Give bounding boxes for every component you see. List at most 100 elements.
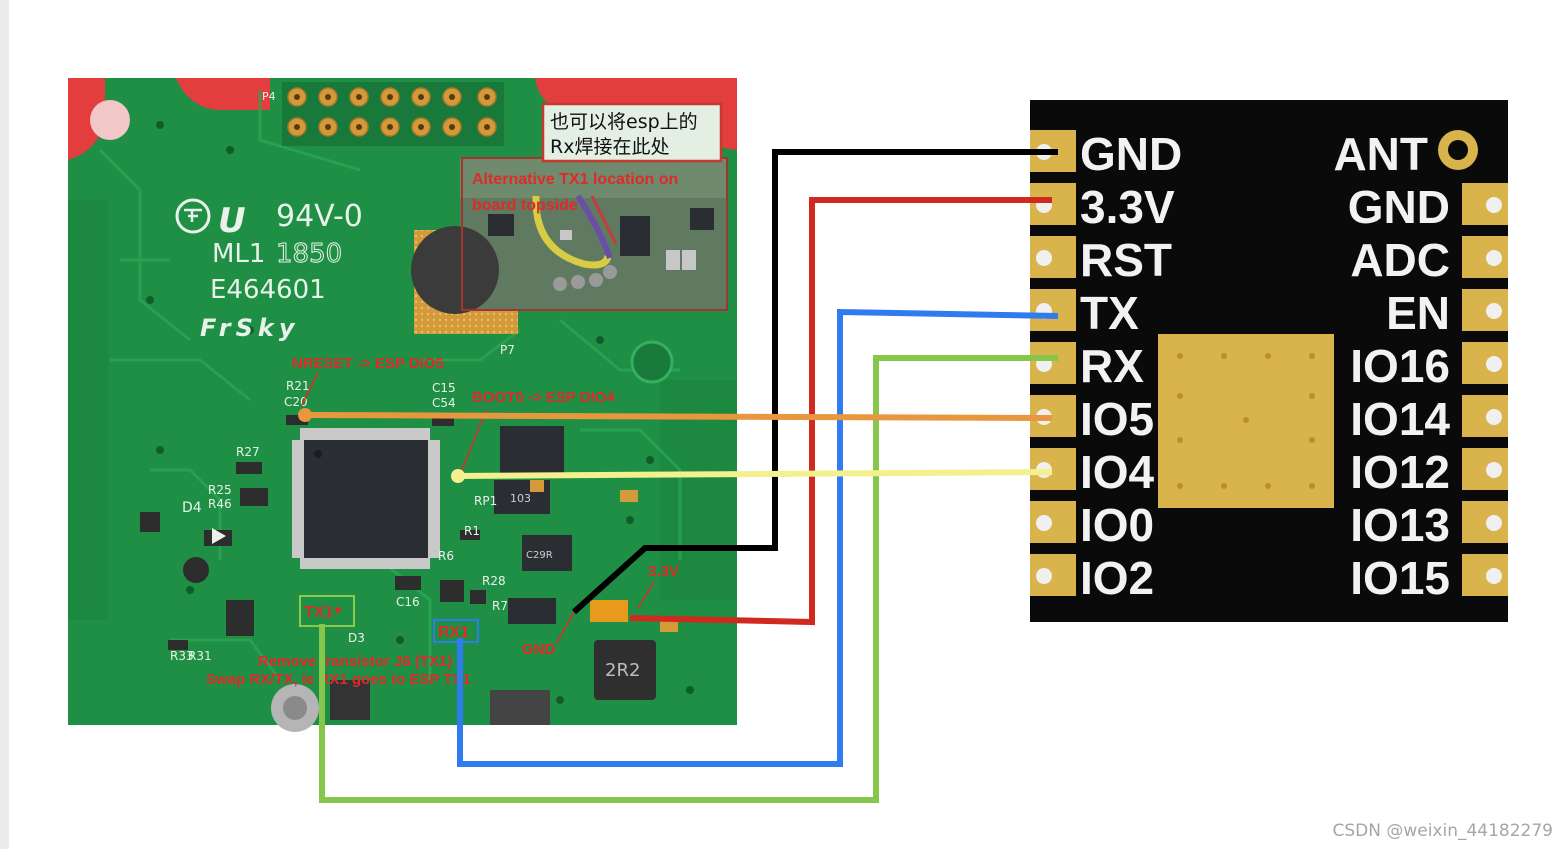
silk-c15: C15 [432,381,456,395]
left-pin-label-gnd: GND [1080,128,1182,180]
silk-r27: R27 [236,445,260,459]
silk-u6: C29R [526,550,553,561]
right-pin-hole [1486,409,1502,425]
tantalum-capacitor [590,600,628,622]
wire-io4 [455,469,1053,479]
ul-logo-icon: U [175,198,246,241]
silk-rp1: RP1 [474,494,497,508]
gnd-annotation: GND [522,641,556,658]
module-pin-pads [1030,130,1508,596]
right-pin-hole [1486,356,1502,372]
mounting-hole [630,340,674,384]
silk-r1: R1 [464,524,480,538]
watermark: CSDN @weixin_44182279 [1332,821,1553,841]
wire-tx [457,308,1059,767]
wire-io5 [304,412,1053,421]
left-pin-label-33v: 3.3V [1080,181,1175,233]
silk-date-code: 1850 [276,239,342,269]
silk-c54: C54 [432,396,456,410]
transistor [330,680,370,720]
nreset-annotation: NRESET -> ESP DIO5 [292,355,444,372]
inset-yellow-wire [532,195,612,269]
diode-mark-icon [212,528,226,544]
right-pin-label-en: EN [1386,287,1450,339]
silk-r6: R6 [438,549,454,563]
right-pin-label-io13: IO13 [1350,499,1450,551]
right-pin-label-io16: IO16 [1350,340,1450,392]
left-pin-hole [1036,568,1052,584]
connector-block [490,690,550,725]
mounting-hole [90,100,130,140]
silk-d4: D4 [182,500,202,516]
right-pin-label-adc: ADC [1350,234,1450,286]
right-pin-label-gnd: GND [1348,181,1450,233]
tx1-pad-box [299,595,355,627]
inset-solder-joints [553,265,617,291]
mcu-chip [292,428,440,569]
silk-r28: R28 [482,574,506,588]
silk-file-number: E464601 [210,275,326,305]
alt-tx1-line1: Alternative TX1 location on [472,171,678,188]
pcb-traces [98,90,682,681]
silk-ml-code: ML1 [212,239,265,269]
smd-passives [140,415,678,650]
boot0-annotation: BOOT0 -> ESP DIO4 [472,389,615,406]
right-pin-hole [1486,515,1502,531]
wire-rx [319,355,1058,803]
remove-transistor-note: Remove transistor J6 (TX1) [258,653,452,670]
silk-d3: D3 [348,631,365,645]
right-pin-hole [1486,568,1502,584]
alt-tx1-line2: board topside [472,197,578,214]
silk-inductor: 2R2 [605,660,640,681]
ic-chip [500,426,564,476]
v33-annotation: 3.3V [648,563,679,580]
right-pin-hole [1486,462,1502,478]
silk-r7: R7 [492,599,508,613]
right-pin-hole [1486,303,1502,319]
right-pin-label-ant: ANT [1333,128,1428,180]
left-pin-label-rx: RX [1080,340,1144,392]
pcb-vias [146,121,694,704]
ic-chip [508,598,556,624]
topside-inset: Alternative TX1 location on board topsid… [411,102,728,314]
swap-rx-tx-note: Swap RX/TX, ie RX1 goes to ESP TX1 [206,671,471,688]
ic-chip [522,535,572,571]
wires [304,149,1059,803]
left-pin-label-tx: TX [1080,287,1139,339]
silk-r31: R31 [188,649,212,663]
inset-purple-wire [575,194,613,260]
left-pin-label-io0: IO0 [1080,499,1154,551]
inset-chip [620,216,650,256]
silk-r25: R25 [208,483,232,497]
tx1-label: TX1 [304,604,333,621]
right-pin-hole [1486,250,1502,266]
left-pin-hole [1036,250,1052,266]
silk-r46: R46 [208,497,232,511]
right-pin-label-io15: IO15 [1350,552,1450,604]
silk-r33: R33 [170,649,194,663]
left-border [0,0,9,849]
svg-text:U: U [218,201,246,241]
silk-p4: P4 [262,90,276,103]
silk-c20: C20 [284,395,308,409]
io5-joint [298,408,312,422]
left-pin-hole [1036,515,1052,531]
rx1-pad-box [433,619,479,643]
right-pin-hole [1486,197,1502,213]
silk-r21: R21 [286,379,310,393]
right-pin-label-io14: IO14 [1350,393,1450,445]
inset-buzzer [411,226,499,314]
silk-ic103: 103 [510,492,531,505]
silk-p7: P7 [500,343,515,357]
wire-gnd [571,149,1058,615]
note-line2: Rx焊接在此处 [550,136,669,158]
header-pins [282,82,504,146]
silk-rating: 94V-0 [276,199,363,234]
silk-brand: FrSky [200,314,299,342]
left-pin-label-io5: IO5 [1080,393,1154,445]
rx1-label: RX1 [438,624,469,641]
